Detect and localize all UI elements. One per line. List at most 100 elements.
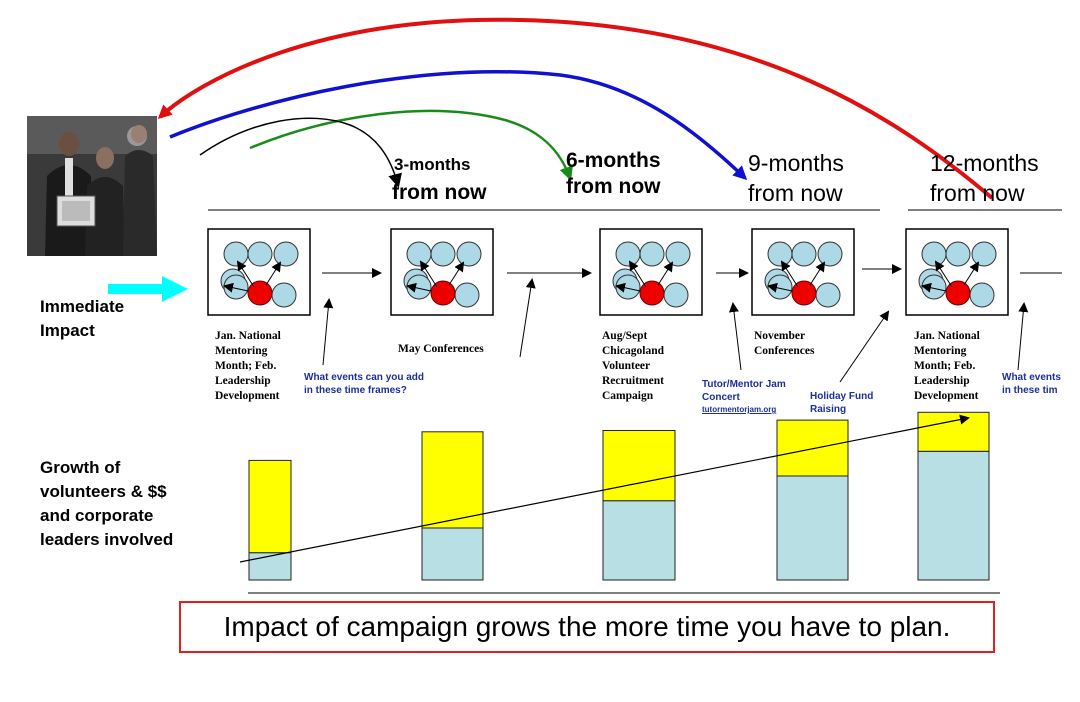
event-jan2: Jan. National Mentoring Month; Feb. Lead… (914, 329, 980, 404)
bar-base-segment (602, 500, 676, 581)
note-line: in these tim (1002, 385, 1058, 396)
note-line: What events can you add (304, 372, 425, 383)
link-arrow (809, 261, 826, 286)
note-what-events-2: What events in these tim (1002, 371, 1080, 397)
event-nov: November Conferences (754, 329, 814, 359)
note-line: What events (1002, 372, 1061, 383)
link-arrow (934, 260, 953, 288)
jam-link[interactable]: tutormentorjam.org (702, 405, 777, 414)
network-node (663, 282, 689, 308)
link-arrow (628, 260, 647, 288)
event-jan-line: Month; Feb. (215, 360, 277, 372)
network-box (207, 228, 311, 316)
link-arrow (419, 260, 438, 288)
network-node (430, 241, 456, 267)
pointer-arrow (839, 310, 890, 383)
link-arrow (615, 282, 641, 293)
bar-top-segment (421, 431, 484, 529)
stage-6-line2: from now (566, 175, 661, 198)
award-photo (27, 116, 157, 256)
green-curved-arrow (249, 109, 573, 181)
network-node (223, 241, 249, 267)
note-line: Concert (702, 392, 740, 403)
network-node (921, 241, 947, 267)
conclusion-text: Impact of campaign grows the more time y… (223, 611, 951, 642)
link-arrow (767, 282, 793, 293)
network-node (454, 282, 480, 308)
pointer-arrow (519, 278, 536, 358)
growth-line-1: Growth of (40, 458, 121, 477)
network-node (615, 241, 641, 267)
note-what-events: What events can you add in these time fr… (304, 371, 424, 397)
stage-12-months: 12-months from now (930, 148, 1039, 208)
network-node (817, 241, 843, 267)
bar-top-segment (602, 430, 676, 502)
stage-3-months-sub: from now (392, 180, 487, 206)
network-node (639, 241, 665, 267)
event-nov-line: Conferences (754, 345, 815, 357)
network-node (791, 241, 817, 267)
network-box (390, 228, 494, 316)
central-node (430, 280, 456, 306)
event-jan-line: Development (215, 390, 280, 402)
bar-base-segment (248, 552, 292, 581)
network-box (905, 228, 1009, 316)
bar-top-segment (776, 419, 849, 477)
network-node (815, 282, 841, 308)
event-aug-line: Aug/Sept (602, 330, 648, 342)
blue-curved-arrow (169, 70, 748, 181)
central-node (791, 280, 817, 306)
growth-line-2: volunteers & $$ (40, 482, 167, 501)
event-jan-line: Mentoring (215, 345, 268, 357)
event-jan2-line: Month; Feb. (914, 360, 976, 372)
event-aug-line: Volunteer (602, 360, 651, 372)
event-jan-line: Leadership (215, 375, 271, 387)
event-aug-line: Chicagoland (602, 345, 664, 357)
note-jam-concert: Tutor/Mentor Jam Concert tutormentorjam.… (702, 378, 786, 415)
network-boxes (207, 228, 1009, 316)
network-node (456, 241, 482, 267)
pointer-arrow (322, 298, 334, 366)
pointer-arrow (728, 302, 742, 371)
pointer-arrow (1017, 302, 1029, 371)
link-arrow (406, 282, 432, 293)
event-may-line: May Conferences (398, 343, 484, 355)
network-node (406, 241, 432, 267)
bar-base-segment (917, 450, 990, 581)
note-line: Holiday Fund (810, 391, 874, 402)
network-node (273, 241, 299, 267)
black-curved-arrow (199, 117, 402, 188)
immediate-line-2: Impact (40, 321, 95, 340)
event-jan2-line: Mentoring (914, 345, 967, 357)
event-aug-line: Recruitment (602, 375, 664, 387)
central-node (639, 280, 665, 306)
note-line: Raising (810, 404, 847, 415)
growth-label: Growth of volunteers & $$ and corporate … (40, 456, 173, 552)
network-node (945, 241, 971, 267)
stage-9-months: 9-months from now (748, 148, 844, 208)
network-node (665, 241, 691, 267)
network-node (767, 241, 793, 267)
event-nov-line: November (754, 330, 806, 342)
central-node (247, 280, 273, 306)
stage-3-line1: 3-months (394, 155, 471, 174)
network-box (599, 228, 703, 316)
note-line: in these time frames? (304, 385, 407, 396)
stage-6-months: 6-months from now (566, 148, 661, 200)
link-arrow (265, 261, 282, 286)
immediate-impact-arrow (108, 276, 188, 302)
network-node (971, 241, 997, 267)
bar-top-segment (917, 411, 990, 452)
stage-3-months: 3-months (394, 155, 471, 175)
link-arrow (780, 260, 799, 288)
stage-9-line2: from now (748, 180, 843, 206)
network-node (969, 282, 995, 308)
event-may: May Conferences (398, 342, 484, 357)
link-arrow (963, 261, 980, 286)
event-aug-line: Campaign (602, 390, 654, 402)
bar-base-segment (421, 527, 484, 581)
central-node (945, 280, 971, 306)
event-jan: Jan. National Mentoring Month; Feb. Lead… (215, 329, 281, 404)
